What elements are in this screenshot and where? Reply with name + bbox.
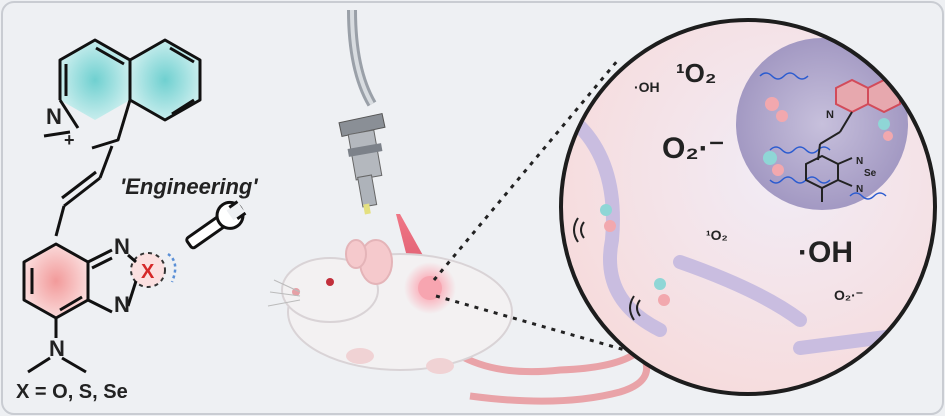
mouse-illustration — [267, 239, 651, 405]
mini-molecule-5 — [629, 278, 670, 321]
mini-molecule-1 — [765, 97, 788, 122]
x-atom: X — [141, 261, 155, 283]
n-plus-atom: N — [46, 104, 62, 129]
teal-ring-1 — [60, 40, 130, 120]
engineering-label: 'Engineering' — [120, 174, 258, 199]
mini-molecule-2 — [763, 151, 784, 176]
zoom-n-ring-bottom: N — [856, 184, 863, 195]
zoom-n-ring-top: N — [856, 156, 863, 167]
mini-molecule-3 — [878, 118, 893, 141]
optical-fiber — [338, 9, 386, 215]
zoom-n-atom: N — [826, 109, 834, 121]
amine-n: N — [49, 336, 65, 361]
x-dashed-circle — [130, 252, 166, 288]
x-options-label: X = O, S, Se — [16, 381, 128, 403]
membrane-1 — [561, 103, 667, 337]
n-atom-bottom: N — [114, 292, 130, 317]
n-atom-top: N — [114, 234, 130, 259]
molecule-structure — [22, 38, 202, 374]
plus-charge: + — [64, 130, 75, 150]
hydroxyl-small: ·OH — [634, 79, 660, 95]
singlet-oxygen-small: ¹O₂ — [706, 227, 728, 243]
teal-ring-2 — [130, 40, 200, 120]
zoom-cell-view: N N Se N ¹O₂ ·OH O₂· — [559, 18, 937, 396]
curved-arrow — [167, 252, 177, 283]
singlet-oxygen-large: ¹O₂ — [676, 58, 716, 88]
pink-ring — [24, 244, 88, 318]
superoxide-small: O₂·⁻ — [834, 287, 863, 303]
zoom-line-top — [432, 59, 620, 281]
hydroxyl-large: ·OH — [798, 236, 853, 269]
superoxide-large: O₂·⁻ — [662, 132, 725, 165]
zoom-se-atom: Se — [864, 168, 877, 179]
wrench-icon — [185, 200, 247, 250]
membrane-2 — [673, 255, 807, 327]
mini-molecule-4 — [573, 204, 616, 243]
